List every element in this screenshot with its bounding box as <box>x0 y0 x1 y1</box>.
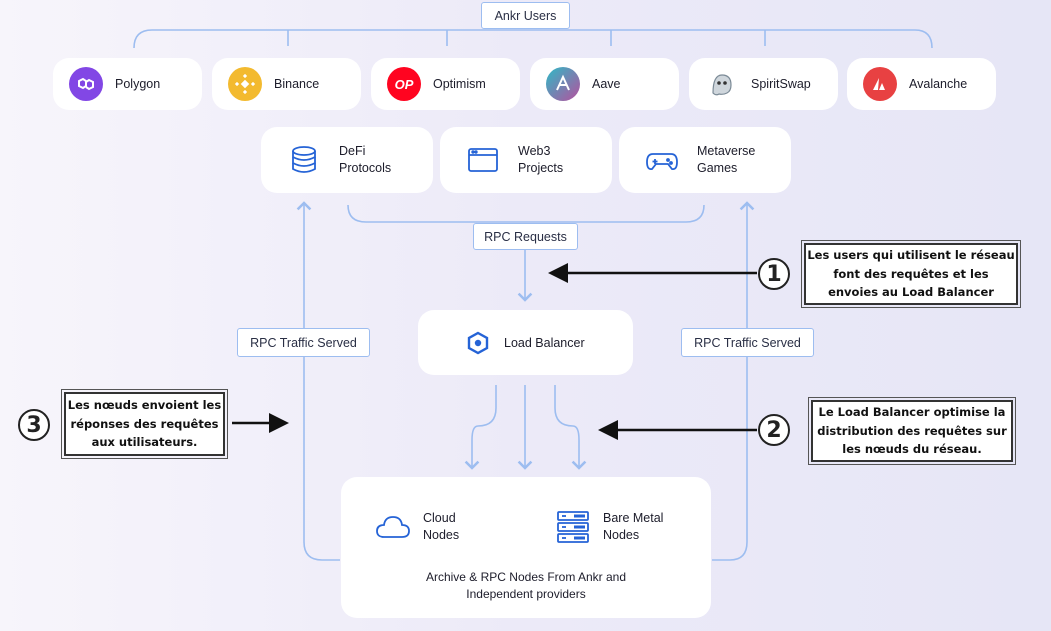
chain-label: Binance <box>274 77 320 91</box>
polygon-icon <box>69 67 103 101</box>
chain-card-aave[interactable]: Aave <box>530 58 679 110</box>
cloud-icon <box>376 516 410 538</box>
load-balancer-icon <box>467 331 489 354</box>
gamepad-icon <box>646 153 678 171</box>
database-stack-icon <box>292 146 316 173</box>
binance-icon <box>228 67 262 101</box>
step-number-2: 2 <box>758 414 790 446</box>
chain-label: SpiritSwap <box>751 77 811 91</box>
rpc-traffic-served-right-label: RPC Traffic Served <box>681 328 814 357</box>
chain-label: Optimism <box>433 77 486 91</box>
chain-label: Polygon <box>115 77 161 91</box>
aave-icon <box>546 67 580 101</box>
step-number-3: 3 <box>18 409 50 441</box>
rpc-traffic-served-left-label: RPC Traffic Served <box>237 328 370 357</box>
spiritswap-icon <box>705 67 739 101</box>
rpc-requests-label: RPC Requests <box>473 223 578 250</box>
avalanche-icon <box>863 67 897 101</box>
chain-card-optimism[interactable]: OP Optimism <box>371 58 520 110</box>
server-rack-icon <box>557 511 589 543</box>
chain-label: Avalanche <box>909 77 968 91</box>
chain-label: Aave <box>592 77 621 91</box>
ankr-users-label: Ankr Users <box>481 2 570 29</box>
step-number-1: 1 <box>758 258 790 290</box>
chain-card-avalanche[interactable]: Avalanche <box>847 58 996 110</box>
load-balancer-card[interactable]: Load Balancer <box>418 310 633 375</box>
chain-card-binance[interactable]: Binance <box>212 58 361 110</box>
chain-card-polygon[interactable]: Polygon <box>53 58 202 110</box>
browser-window-icon <box>468 148 498 172</box>
chain-card-spiritswap[interactable]: SpiritSwap <box>689 58 838 110</box>
optimism-icon: OP <box>387 67 421 101</box>
